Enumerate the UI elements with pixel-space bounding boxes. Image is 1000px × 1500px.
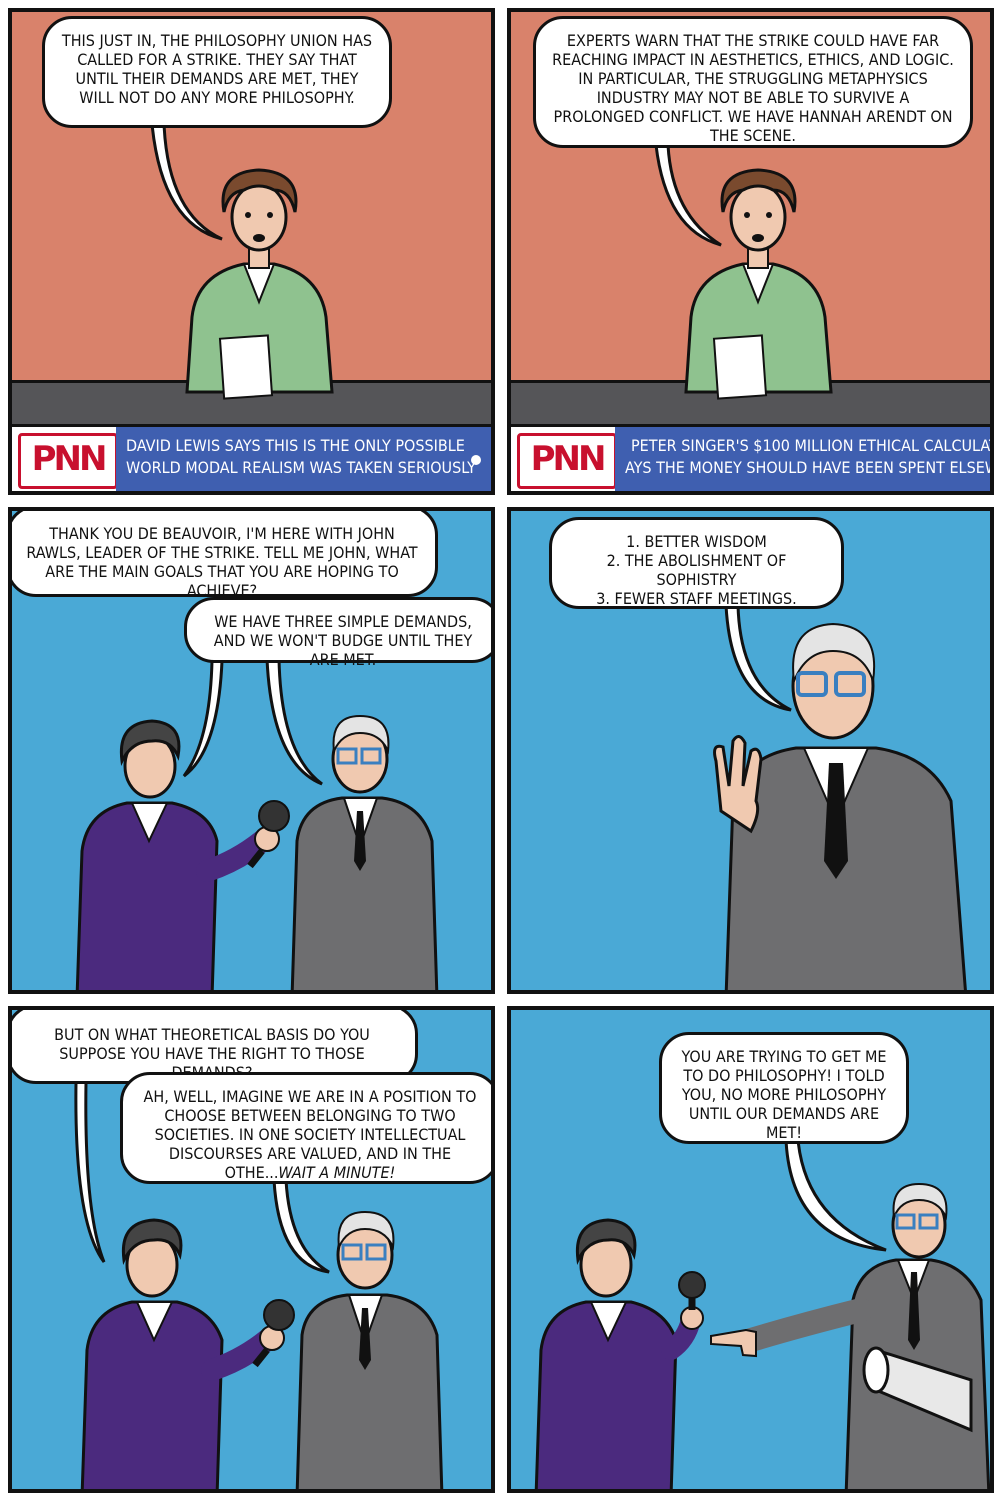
ticker-crawl: David Lewis says this is the only possib… bbox=[116, 427, 491, 491]
speech-bubble-anchor: This just in, the Philosophy Union has c… bbox=[42, 16, 392, 128]
news-ticker: PNN Peter Singer's $100 million Ethical … bbox=[511, 424, 990, 491]
comic-panel-1: This just in, the Philosophy Union has c… bbox=[8, 8, 495, 495]
ticker-crawl: Peter Singer's $100 million Ethical Calc… bbox=[615, 427, 990, 491]
rawls-speech-text: We have three simple demands, and we won… bbox=[213, 612, 473, 669]
rawls-speech-text: Ah, well, imagine we are in a position t… bbox=[143, 1087, 477, 1182]
news-anchor-figure bbox=[684, 168, 833, 400]
reporter-figure bbox=[534, 1218, 706, 1489]
pnn-logo: PNN bbox=[517, 433, 617, 489]
demand-2: 2. The abolishment of sophistry bbox=[606, 551, 787, 589]
comic-panel-3: Thank you de Beauvoir, I'm here with Joh… bbox=[8, 507, 495, 994]
rawls-speech-text: You are trying to get me to do philosoph… bbox=[681, 1047, 887, 1142]
speech-bubble-rawls: Ah, well, imagine we are in a position t… bbox=[120, 1072, 491, 1184]
speech-bubble-reporter: Thank you de Beauvoir, I'm here with Joh… bbox=[12, 511, 438, 600]
speech-tail-reporter bbox=[74, 1080, 106, 1263]
ticker-line-2: world Modal Realism was taken seriously bbox=[126, 458, 476, 477]
comic-panel-5: But on what theoretical basis do you sup… bbox=[8, 1006, 495, 1493]
rawls-figure bbox=[710, 1182, 990, 1489]
anchor-speech-text: Experts warn that the strike could have … bbox=[552, 31, 954, 145]
speech-tail bbox=[654, 143, 722, 247]
reporter-speech-text: But on what theoretical basis do you sup… bbox=[54, 1025, 370, 1082]
speech-bubble-rawls: You are trying to get me to do philosoph… bbox=[659, 1032, 909, 1144]
anchor-speech-text: This just in, the Philosophy Union has c… bbox=[61, 31, 373, 107]
speech-bubble-rawls: 1. Better wisdom 2. The abolishment of s… bbox=[549, 517, 844, 609]
comic-panel-6: You are trying to get me to do philosoph… bbox=[507, 1006, 994, 1493]
ticker-line-1: David Lewis says this is the only possib… bbox=[126, 436, 465, 455]
ticker-line-2: ays the money should have been spent els… bbox=[625, 458, 990, 477]
comic-panel-4: 1. Better wisdom 2. The abolishment of s… bbox=[507, 507, 994, 994]
reporter-figure bbox=[80, 1218, 295, 1489]
speech-tail-rawls bbox=[272, 1178, 330, 1274]
rawls-figure bbox=[295, 1210, 444, 1489]
news-anchor-figure bbox=[185, 168, 334, 400]
pnn-logo: PNN bbox=[18, 433, 118, 489]
demand-1: 1. Better wisdom bbox=[626, 532, 767, 551]
speech-tail-rawls bbox=[784, 1138, 887, 1252]
speech-tail-reporter bbox=[182, 659, 224, 778]
speech-bubble-rawls: We have three simple demands, and we won… bbox=[184, 597, 491, 669]
speech-tail bbox=[150, 122, 223, 241]
comic-panel-2: Experts warn that the strike could have … bbox=[507, 8, 994, 495]
speech-bubble-anchor: Experts warn that the strike could have … bbox=[533, 16, 973, 148]
speech-tail-rawls bbox=[724, 603, 792, 712]
speech-bubble-reporter: But on what theoretical basis do you sup… bbox=[12, 1010, 418, 1084]
ticker-line-1: Peter Singer's $100 million Ethical Calc… bbox=[631, 436, 994, 455]
demand-3: 3. Fewer staff meetings. bbox=[596, 589, 797, 608]
ticker-dot bbox=[471, 455, 481, 465]
news-ticker: PNN David Lewis says this is the only po… bbox=[12, 424, 491, 491]
rawls-figure bbox=[290, 714, 439, 990]
rawls-speech-italic: Wait a minute! bbox=[278, 1163, 396, 1182]
reporter-figure bbox=[75, 719, 290, 990]
rawls-figure bbox=[713, 622, 967, 990]
speech-tail-rawls bbox=[265, 657, 323, 786]
reporter-speech-text: Thank you de Beauvoir, I'm here with Joh… bbox=[26, 524, 418, 600]
